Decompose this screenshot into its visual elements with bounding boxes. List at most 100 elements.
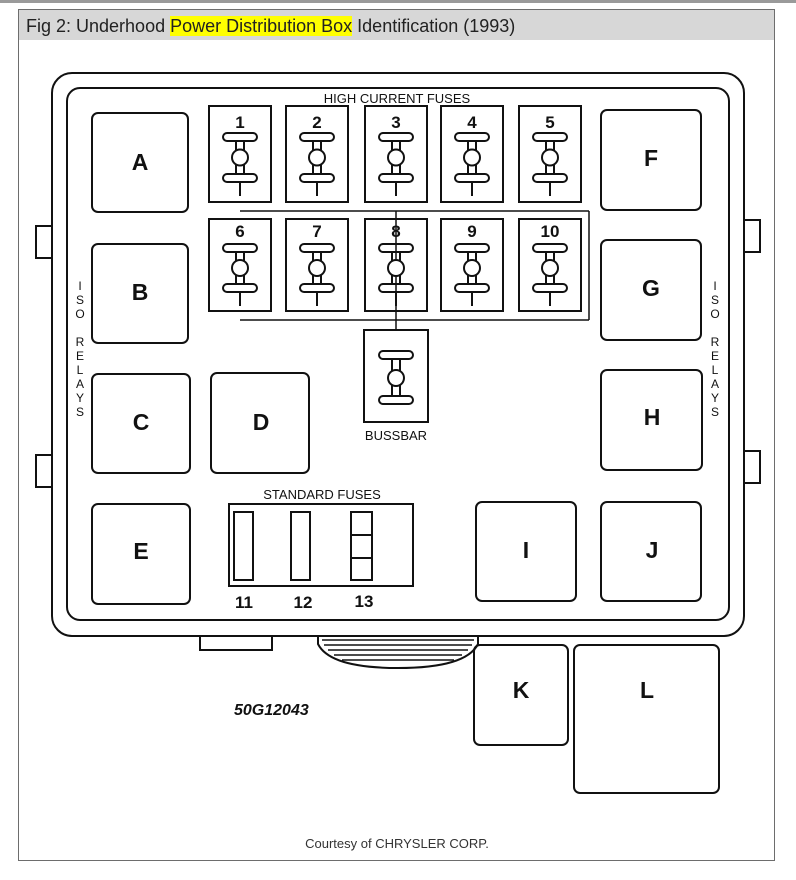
high-current-fuse-10-glyph xyxy=(532,243,568,306)
relay-f-label: F xyxy=(644,145,658,171)
standard-fuse-12 xyxy=(290,511,311,581)
connector-grille xyxy=(322,639,474,661)
high-current-fuse-3-label: 3 xyxy=(391,113,400,132)
title-highlight: Power Distribution Box xyxy=(170,16,353,36)
relay-g-label: G xyxy=(642,275,660,301)
standard-fuse-11-label: 11 xyxy=(235,593,253,612)
housing-outer xyxy=(51,72,745,637)
high-current-fuse-1-slot xyxy=(208,105,272,203)
high-current-fuse-2-slot xyxy=(285,105,349,203)
iso-relays-letter: E xyxy=(76,349,84,363)
relay-d xyxy=(210,372,310,474)
relay-g xyxy=(600,239,702,341)
high-current-fuse-8-label: 8 xyxy=(391,222,400,241)
high-current-fuse-9-slot xyxy=(440,218,504,312)
iso-relays-letter: O xyxy=(710,307,719,321)
title-suffix: Identification (1993) xyxy=(352,16,516,36)
relay-e-label: E xyxy=(133,538,148,564)
iso-relays-letter: R xyxy=(711,335,720,349)
standard-fuse-11 xyxy=(233,511,254,581)
right-tab-lower xyxy=(744,450,761,484)
relay-j xyxy=(600,501,702,602)
relay-c-label: C xyxy=(133,409,150,435)
standard-fuses-label: STANDARD FUSES xyxy=(263,487,381,502)
high-current-fuse-4-glyph xyxy=(454,132,490,196)
title-prefix: Fig 2: Underhood xyxy=(26,16,171,36)
relay-k xyxy=(473,644,569,746)
iso-relays-letter: I xyxy=(713,279,716,293)
bussbar-fuse-glyph xyxy=(378,350,414,405)
housing-inner xyxy=(66,87,730,621)
high-current-fuse-9-label: 9 xyxy=(467,222,476,241)
left-tab-upper xyxy=(35,225,52,259)
relay-h xyxy=(600,369,703,471)
relay-f xyxy=(600,109,702,211)
relay-d-label: D xyxy=(253,409,270,435)
iso-relays-letter: Y xyxy=(76,391,84,405)
bussbar-fuse xyxy=(378,350,414,405)
part-number: 50G12043 xyxy=(234,702,309,719)
relay-l-label: L xyxy=(640,677,654,703)
bussbar-box xyxy=(363,329,429,423)
iso-relays-letter: L xyxy=(712,363,719,377)
high-current-fuse-5-label: 5 xyxy=(545,113,554,132)
iso-relays-letter: S xyxy=(711,293,719,307)
right-tab-upper xyxy=(744,219,761,253)
standard-fuse-13-label: 13 xyxy=(355,592,374,611)
relay-b-label: B xyxy=(132,279,149,305)
relay-c xyxy=(91,373,191,474)
figure-frame: Fig 2: Underhood Power Distribution Box … xyxy=(18,9,775,861)
relay-e xyxy=(91,503,191,605)
relay-b xyxy=(91,243,189,344)
standard-fuse-12-label: 12 xyxy=(294,593,313,612)
iso-relays-letter: S xyxy=(76,293,84,307)
high-current-fuses-label: HIGH CURRENT FUSES xyxy=(324,91,471,106)
standard-fuse-block xyxy=(228,503,414,587)
relay-i xyxy=(475,501,577,602)
relay-k-label: K xyxy=(513,677,530,703)
high-current-fuse-6-slot xyxy=(208,218,272,312)
relay-i-label: I xyxy=(523,537,529,563)
high-current-fuse-5-glyph xyxy=(532,132,568,196)
relay-l xyxy=(573,644,720,794)
iso-relays-letter: O xyxy=(75,307,84,321)
high-current-fuse-10-slot xyxy=(518,218,582,312)
high-current-fuse-2-label: 2 xyxy=(312,113,321,132)
relay-a-label: A xyxy=(132,149,149,175)
high-current-fuse-7-glyph xyxy=(299,243,335,306)
high-current-fuse-1-glyph xyxy=(222,132,258,196)
relay-j-label: J xyxy=(646,537,659,563)
high-current-fuse-5-slot xyxy=(518,105,582,203)
window-top-edge xyxy=(0,0,796,3)
iso-relays-letter: S xyxy=(76,405,84,419)
high-current-fuse-7-slot xyxy=(285,218,349,312)
high-current-fuse-9-glyph xyxy=(454,243,490,306)
bottom-connector xyxy=(317,636,479,670)
high-current-fuse-8-slot xyxy=(364,218,428,312)
relay-a xyxy=(91,112,189,213)
high-current-fuse-6-label: 6 xyxy=(235,222,244,241)
high-current-fuse-6-glyph xyxy=(222,243,258,306)
high-current-fuse-10-label: 10 xyxy=(541,222,560,241)
bottom-bracket xyxy=(199,635,273,651)
bussbar-label: BUSSBAR xyxy=(365,428,427,443)
high-current-fuse-7-label: 7 xyxy=(312,222,321,241)
iso-relays-letter: I xyxy=(78,279,81,293)
iso-relays-letter: R xyxy=(76,335,85,349)
high-current-fuse-3-slot xyxy=(364,105,428,203)
iso-relays-letter: E xyxy=(711,349,719,363)
left-tab-lower xyxy=(35,454,52,488)
iso-relays-letter: Y xyxy=(711,391,719,405)
high-current-fuse-8-glyph xyxy=(378,243,414,306)
iso-relays-letter: A xyxy=(711,377,719,391)
high-current-fuse-3-glyph xyxy=(378,132,414,196)
high-current-fuse-4-slot xyxy=(440,105,504,203)
iso-relays-letter: A xyxy=(76,377,84,391)
high-current-fuse-1-label: 1 xyxy=(235,113,244,132)
relay-h-label: H xyxy=(644,404,661,430)
iso-relays-letter: S xyxy=(711,405,719,419)
